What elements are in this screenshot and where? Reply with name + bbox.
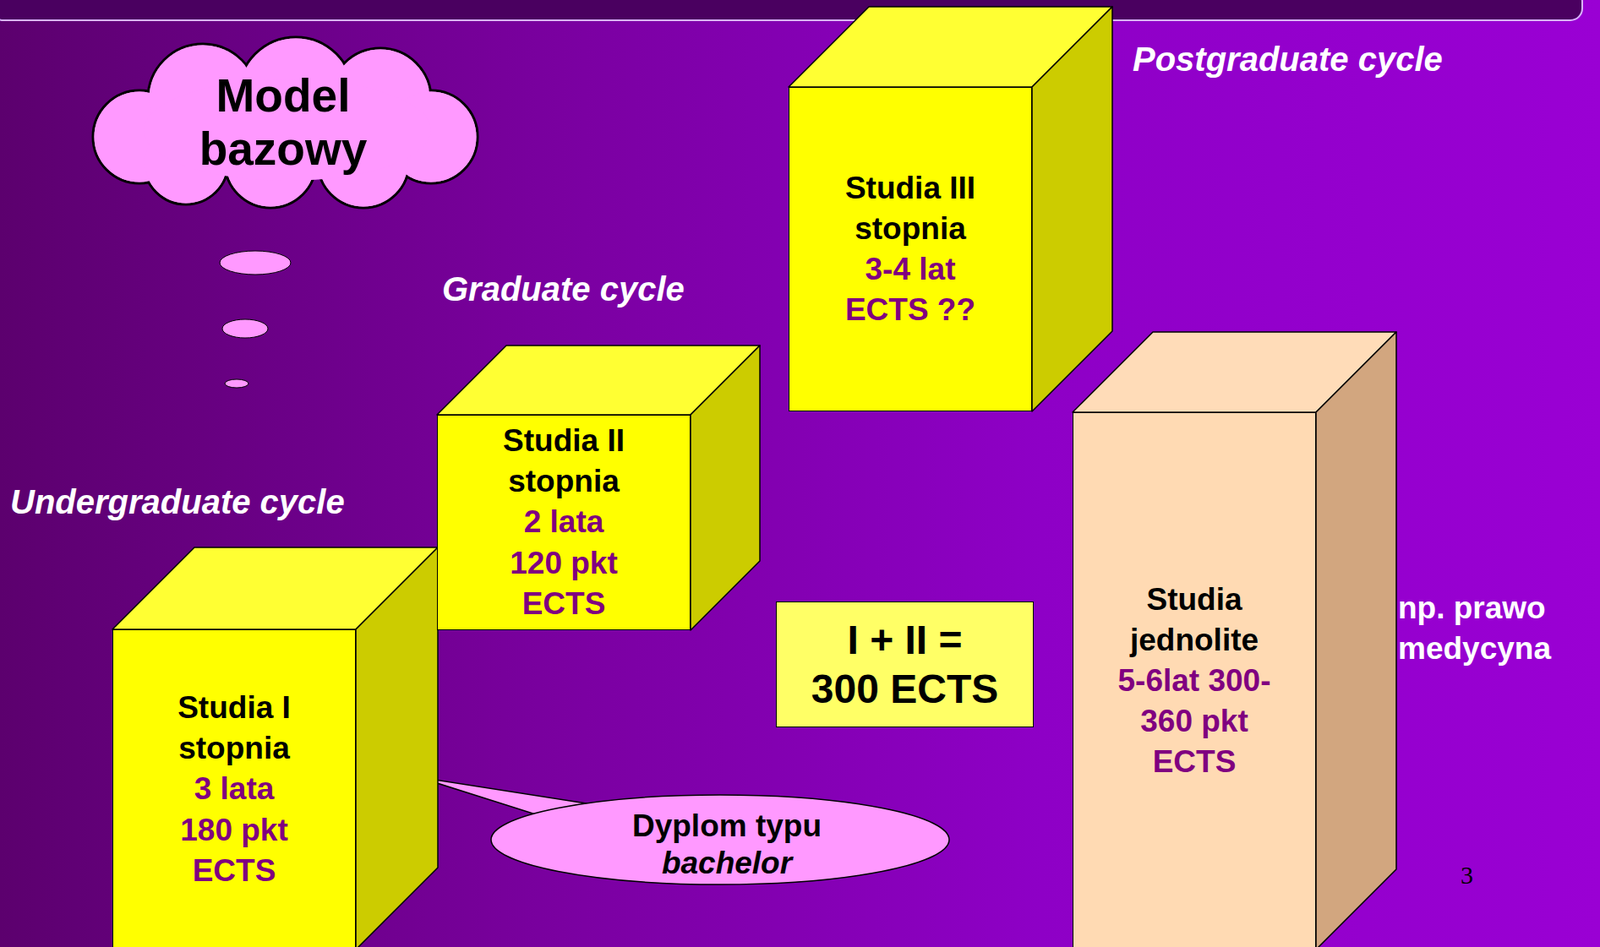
thought-bubble — [219, 251, 291, 275]
box-side-face — [690, 345, 760, 631]
node-detail: 3 lata 180 pkt ECTS — [174, 769, 294, 891]
callout-bubble: Dyplom typubachelor — [490, 794, 964, 896]
callout-outline — [491, 795, 950, 885]
node-heading: Studia III stopnia — [825, 168, 995, 250]
cycle-label: Graduate cycle — [442, 267, 764, 312]
node-heading: Studia jednolite — [1122, 579, 1267, 661]
cycle-label: Undergraduate cycle — [10, 480, 416, 525]
cycle-label: Postgraduate cycle — [1132, 37, 1573, 82]
sum-box: I + II = 300 ECTS — [775, 601, 1034, 728]
node-detail: 3-4 lat ECTS ?? — [830, 249, 991, 331]
box-side-face — [1032, 6, 1113, 412]
node-detail: 2 lata 120 pkt ECTS — [504, 502, 623, 624]
node-heading: I + II = 300 ECTS — [809, 616, 1001, 714]
node-heading: Studia I stopnia — [166, 688, 302, 770]
node-heading: Dyplom typu — [557, 808, 896, 846]
long-cycle-box: Studia jednolite5-6lat 300-360 pkt ECTS — [1072, 412, 1317, 947]
thought-bubble — [224, 379, 249, 388]
cycle-box: Studia I stopnia3 lata 180 pkt ECTS — [112, 629, 356, 947]
thought-bubble — [222, 319, 268, 339]
cloud-bubble: Model bazowy — [76, 35, 491, 210]
cycle-box: Studia III stopnia3-4 lat ECTS ?? — [788, 87, 1033, 412]
box-faces — [112, 6, 1397, 947]
node-heading: Model bazowy — [169, 69, 398, 177]
page-number: 3 — [1460, 858, 1495, 892]
example-note: np. prawo medycyna — [1397, 588, 1568, 670]
top-bar — [0, 0, 1583, 21]
node-detail: 5-6lat 300-360 pkt ECTS — [1103, 660, 1286, 783]
node-detail: bachelor — [557, 845, 896, 883]
box-side-face — [355, 547, 438, 947]
node-heading: Studia II stopnia — [490, 420, 639, 503]
box-side-face — [1316, 332, 1397, 947]
cycle-box: Studia II stopnia2 lata 120 pkt ECTS — [436, 415, 691, 631]
